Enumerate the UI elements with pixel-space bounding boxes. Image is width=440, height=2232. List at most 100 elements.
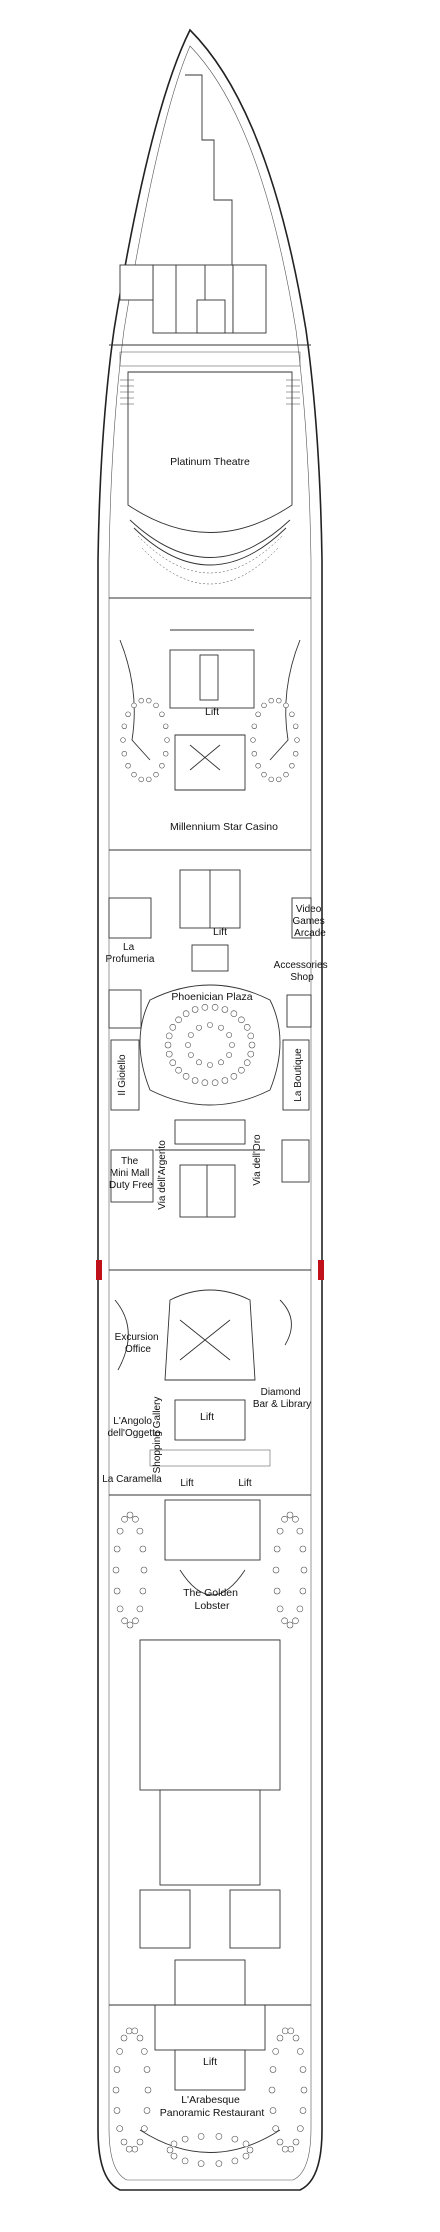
restaurant-table xyxy=(272,2125,279,2132)
restaurant-table xyxy=(292,1617,299,1625)
plaza-table xyxy=(221,1077,229,1084)
restaurant-table xyxy=(281,2027,289,2035)
via-dell-argento-label: Via dell'Argento xyxy=(157,1140,168,1210)
plaza-table xyxy=(196,1024,202,1031)
restaurant-table xyxy=(120,2034,128,2042)
plaza-table xyxy=(211,1079,219,1086)
lift-label-3: Lift xyxy=(200,1411,214,1423)
phoenician-plaza-label: Phoenician Plaza xyxy=(171,991,252,1003)
restaurant-table xyxy=(143,2066,151,2073)
restaurant-table xyxy=(126,1511,134,1519)
casino-seat xyxy=(255,711,261,717)
casino-seat xyxy=(251,723,257,729)
arabesque-area xyxy=(109,1959,311,2167)
casino-seat xyxy=(293,751,299,757)
casino-seat xyxy=(289,763,295,769)
casino-seat xyxy=(146,697,152,704)
lift-label-6: Lift xyxy=(203,2056,217,2068)
restaurant-table xyxy=(140,1566,148,1574)
restaurant-table xyxy=(287,2027,295,2035)
mini-mall-label: The Mini Mall Duty Free xyxy=(109,1156,153,1191)
restaurant-table xyxy=(120,2138,128,2146)
restaurant-table xyxy=(269,2107,277,2114)
restaurant-table xyxy=(136,1527,144,1535)
shops-mid xyxy=(110,1039,310,1218)
plaza-table xyxy=(182,1073,190,1080)
casino-seat xyxy=(159,711,165,717)
langolo-label: L'Angolo dell'Oggetto xyxy=(107,1416,160,1439)
restaurant-table xyxy=(116,2125,123,2132)
plaza-table xyxy=(165,1032,173,1040)
plaza-table xyxy=(218,1059,224,1066)
restaurant-table xyxy=(144,2086,152,2094)
restaurant-table xyxy=(136,2034,144,2042)
restaurant-table xyxy=(276,1527,284,1535)
plaza-table xyxy=(238,1016,245,1024)
plaza-table xyxy=(182,1010,190,1017)
accessories-shop-label: Accessories Shop xyxy=(274,960,331,983)
restaurant-table xyxy=(166,2146,174,2154)
plaza-table xyxy=(188,1032,194,1038)
plaza-table xyxy=(230,1073,238,1080)
casino-seat xyxy=(125,711,131,717)
casino-seat xyxy=(121,751,127,757)
restaurant-table xyxy=(215,2133,223,2140)
lift-label-1: Lift xyxy=(205,706,219,718)
restaurant-table xyxy=(112,2086,120,2094)
casino-seat xyxy=(283,771,289,778)
restaurant-table xyxy=(125,2027,133,2035)
restaurant-table xyxy=(116,1605,124,1613)
tender-marker-starboard xyxy=(318,1260,324,1280)
restaurant-table xyxy=(181,2135,189,2143)
restaurant-table xyxy=(296,1605,304,1613)
plaza-table xyxy=(226,1032,232,1038)
restaurant-table xyxy=(131,2145,139,2153)
excursion-office-label: Excursion Office xyxy=(115,1332,162,1355)
plaza-table xyxy=(201,1004,209,1011)
restaurant-table xyxy=(299,1587,307,1595)
plaza-table xyxy=(164,1041,172,1049)
casino-seat xyxy=(163,723,169,729)
casino-seat xyxy=(120,737,126,743)
restaurant-table xyxy=(132,1515,139,1523)
lift-label-4: Lift xyxy=(180,1478,194,1489)
restaurant-table xyxy=(242,2140,250,2148)
plaza-table xyxy=(247,1032,255,1040)
casino-seat xyxy=(276,776,282,783)
via-dell-oro-label: Via dell'Oro xyxy=(252,1134,263,1186)
plaza-table xyxy=(196,1059,202,1066)
theatre-area xyxy=(109,351,311,599)
restaurant-table xyxy=(287,2145,295,2153)
millennium-star-casino-label: Millennium Star Casino xyxy=(170,821,278,833)
restaurant-table xyxy=(242,2152,250,2160)
restaurant-table xyxy=(139,1587,147,1595)
casino-seat xyxy=(261,702,267,709)
casino-seat xyxy=(268,697,274,704)
restaurant-table xyxy=(113,2107,121,2114)
casino-seat xyxy=(164,737,170,743)
restaurant-table xyxy=(197,2160,205,2167)
plaza-table xyxy=(218,1024,224,1031)
diamond-bar-label: Diamond Bar & Library xyxy=(253,1387,311,1410)
restaurant-table xyxy=(112,1566,120,1574)
restaurant-table xyxy=(292,2034,300,2042)
arabesque-label: L'Arabesque Panoramic Restaurant xyxy=(160,2094,265,2119)
restaurant-table xyxy=(276,2138,284,2146)
restaurant-table xyxy=(121,1617,128,1625)
plaza-table xyxy=(207,1022,213,1028)
restaurant-table xyxy=(276,1605,284,1613)
tender-marker-port xyxy=(96,1260,102,1280)
plaza-table xyxy=(191,1077,199,1084)
restaurant-table xyxy=(296,1527,304,1535)
casino-seat xyxy=(146,776,152,783)
casino-seat xyxy=(293,723,299,729)
la-boutique-label: La Boutique xyxy=(293,1048,304,1102)
restaurant-table xyxy=(273,1545,281,1553)
restaurant-table xyxy=(292,2138,300,2146)
restaurant-table xyxy=(269,2066,277,2073)
restaurant-table xyxy=(181,2157,189,2165)
plaza-table xyxy=(201,1079,209,1086)
casino-seat xyxy=(268,776,274,783)
restaurant-table xyxy=(273,1587,281,1595)
